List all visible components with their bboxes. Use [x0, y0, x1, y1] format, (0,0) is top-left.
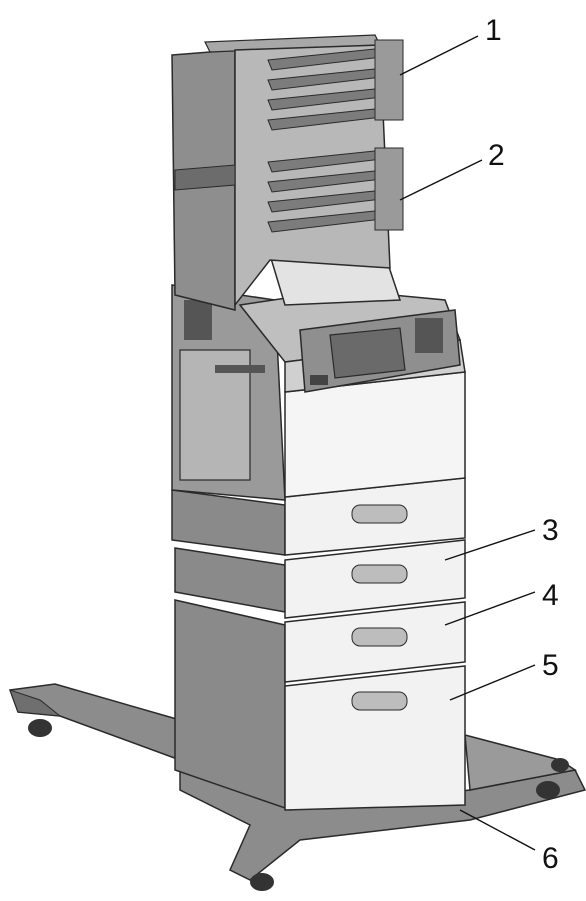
- caster-wheel: [28, 719, 52, 737]
- paper-drawers: [284, 477, 466, 811]
- drawer-5: [284, 665, 466, 811]
- leader-line-3: [444, 529, 536, 561]
- drawer-5-handle: [351, 691, 408, 711]
- leader-line-1: [399, 35, 479, 76]
- callout-4: 4: [542, 579, 559, 612]
- tray-handle: [351, 504, 408, 524]
- touch-screen: [329, 327, 406, 379]
- callout-2: 2: [488, 139, 505, 172]
- caster-wheel: [536, 781, 560, 799]
- caster-wheel: [250, 873, 274, 891]
- caster-base: [8, 683, 586, 891]
- usb-port: [310, 375, 328, 385]
- printer-body: [171, 254, 466, 501]
- lower-output-bins: [267, 147, 404, 233]
- upper-output-bins: [267, 39, 404, 131]
- drawer-3-handle: [351, 564, 408, 584]
- callout-6: 6: [542, 842, 559, 875]
- vent-grille: [184, 300, 212, 340]
- cabinet-side: [171, 489, 286, 810]
- leader-line-6: [459, 809, 536, 851]
- leader-line-5: [449, 664, 536, 701]
- callout-3: 3: [542, 514, 559, 547]
- callout-1: 1: [485, 14, 502, 47]
- mailbox-tower: [171, 34, 404, 311]
- caster-wheel: [551, 758, 569, 772]
- keypad: [415, 318, 443, 353]
- callout-5: 5: [542, 649, 559, 682]
- leader-line-2: [399, 159, 483, 201]
- leader-line-4: [444, 591, 536, 626]
- drawer-4-handle: [351, 627, 408, 647]
